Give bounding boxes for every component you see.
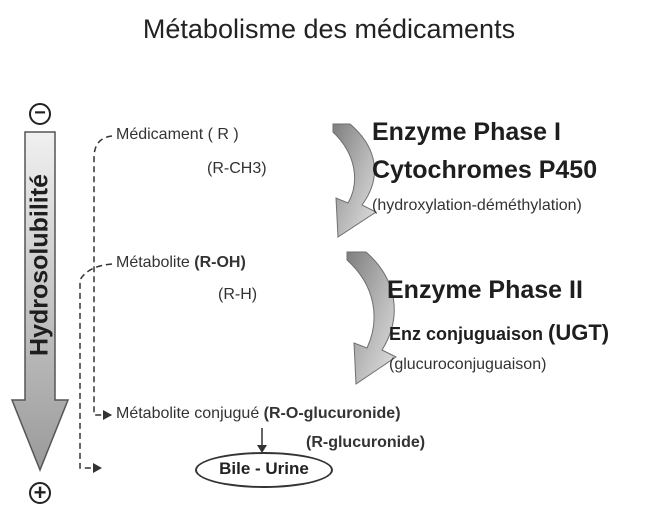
excretion-label: Bile - Urine xyxy=(219,459,309,478)
phase1-subtitle: Cytochromes P450 xyxy=(372,156,598,184)
hydrosolubility-arrow xyxy=(10,131,70,473)
phase2-subtitle-bold: (UGT) xyxy=(548,320,610,345)
phase1-title: Enzyme Phase I xyxy=(372,118,561,146)
excretion-ellipse xyxy=(195,452,333,488)
phase2-note: (glucuroconjuguaison) xyxy=(389,356,547,373)
metabolite-label: Métabolite (R-OH) xyxy=(116,254,246,272)
curved-arrow-phase2 xyxy=(346,251,397,385)
conjugate-formula: (R-glucuronide) xyxy=(306,434,426,451)
curved-arrow-phase1 xyxy=(332,123,377,238)
conjugate-label: Métabolite conjugué (R-O-glucuronide) xyxy=(116,405,401,423)
conjugate-formula-bold: (R-O-glucuronide) xyxy=(263,405,401,422)
arrowhead-to-excretion xyxy=(257,445,267,453)
phase1-note: (hydroxylation-déméthylation) xyxy=(372,197,582,214)
page-title: Métabolisme des médicaments xyxy=(142,14,516,44)
arrowhead-excretion-left xyxy=(93,463,102,473)
arrowhead-conjugate xyxy=(103,410,112,420)
phase2-subtitle: Enz conjuguaison (UGT) xyxy=(389,320,609,346)
drug-label: Médicament ( R ) xyxy=(116,126,239,143)
metabolite-formula-bold: (R-OH) xyxy=(194,254,246,271)
conjugate-formula-wrapper: (R-glucuronide) xyxy=(306,434,425,452)
dashed-connector-metabolite xyxy=(79,263,113,469)
metabolite-prefix: Métabolite xyxy=(116,254,195,271)
phase2-title: Enzyme Phase II xyxy=(387,276,583,304)
minus-sign-icon: − xyxy=(29,103,51,125)
drug-formula: (R-CH3) xyxy=(207,160,267,177)
phase2-subtitle-prefix: Enz conjuguaison xyxy=(389,324,549,344)
hydrosolubility-label: Hydrosolubilité xyxy=(25,174,54,356)
metabolite-formula: (R-H) xyxy=(218,286,258,303)
hydrosolubility-label-wrapper: Hydrosolubilité xyxy=(26,120,54,410)
plus-sign-icon: + xyxy=(29,482,51,504)
conjugate-prefix: Métabolite conjugué xyxy=(116,405,264,422)
dashed-connector-drug xyxy=(93,135,113,416)
